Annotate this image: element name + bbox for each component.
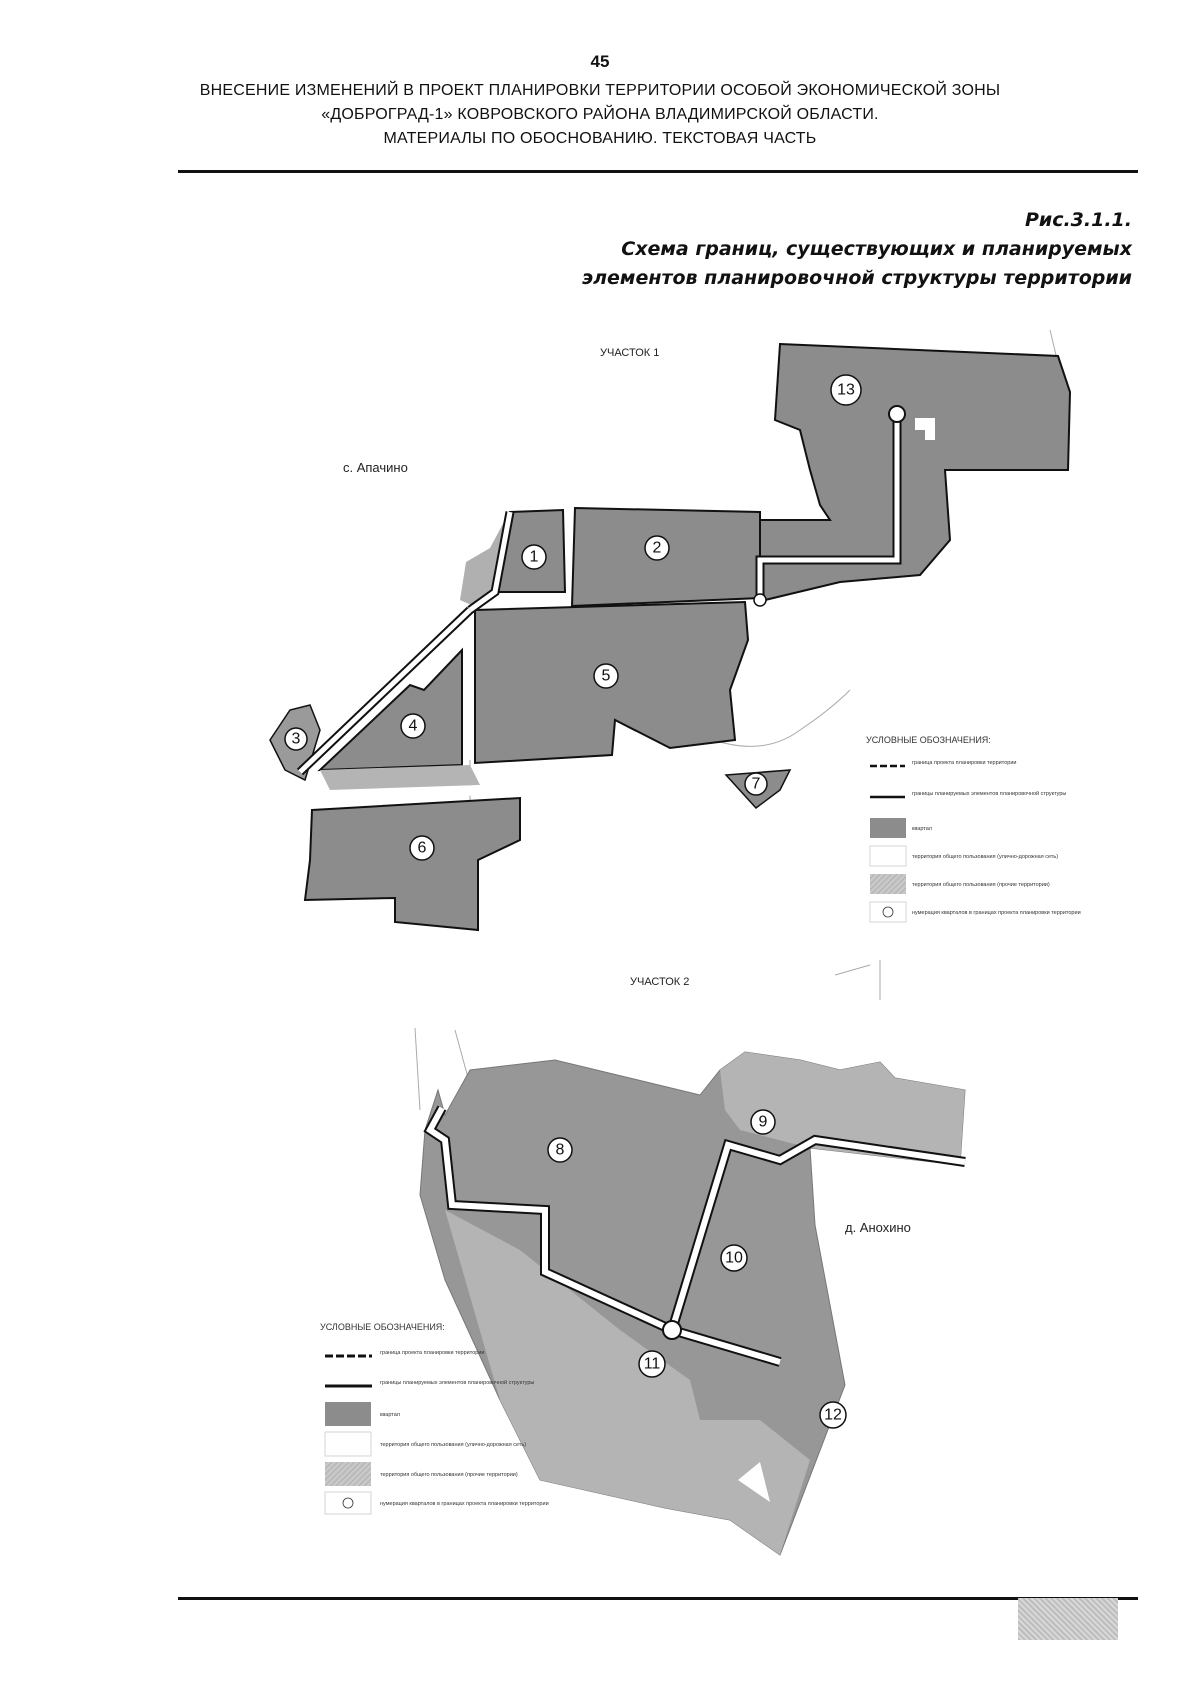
- quarter-marker-7: 7: [744, 772, 768, 796]
- legend-item-3: квартал: [912, 826, 932, 832]
- quarter-marker-9: 9: [750, 1109, 776, 1135]
- header-line-1: ВНЕСЕНИЕ ИЗМЕНЕНИЙ В ПРОЕКТ ПЛАНИРОВКИ Т…: [199, 82, 1001, 99]
- footer-rule: [178, 1597, 1138, 1600]
- legend-item-1: граница проекта планировки территории: [380, 1350, 484, 1356]
- legend-item-1: граница проекта планировки территории: [912, 760, 1016, 766]
- quarter-marker-11: 11: [638, 1350, 666, 1378]
- legend-item-4: территория общего пользования (улично-до…: [912, 854, 1058, 860]
- page-number: 45: [590, 52, 610, 71]
- legend-item-3: квартал: [380, 1412, 400, 1418]
- svg-text:6: 6: [418, 840, 427, 857]
- header-line-3: МАТЕРИАЛЫ ПО ОБОСНОВАНИЮ. ТЕКСТОВАЯ ЧАСТ…: [383, 130, 817, 147]
- road-branch-2-inner: [669, 1136, 966, 1331]
- context-line: [414, 960, 881, 1111]
- quarter-marker-13: 13: [830, 374, 862, 406]
- quarter-4: [317, 647, 463, 772]
- quarter-marker-12: 12: [819, 1401, 847, 1429]
- road-network-2-inner: [426, 1106, 781, 1365]
- territory-other-3: [445, 1210, 810, 1555]
- road-north-inner: [468, 511, 513, 613]
- quarter-marker-6: 6: [409, 835, 435, 861]
- legend-item-4: территория общего пользования (улично-до…: [380, 1442, 526, 1448]
- legend-title: УСЛОВНЫЕ ОБОЗНАЧЕНИЯ:: [320, 1322, 445, 1332]
- place-label-anokhino: д. Анохино: [845, 1220, 911, 1235]
- legend-plot-1: УСЛОВНЫЕ ОБОЗНАЧЕНИЯ: граница проекта пл…: [866, 735, 1081, 923]
- footer-stamp: [1018, 1598, 1118, 1640]
- svg-text:7: 7: [752, 776, 761, 793]
- white-inset: [738, 1462, 770, 1502]
- figure-caption: Рис.3.1.1. Схема границ, существующих и …: [582, 206, 1132, 293]
- territory-other-4: [720, 1052, 965, 1165]
- quarter-marker-5: 5: [593, 663, 619, 689]
- svg-text:12: 12: [824, 1407, 842, 1424]
- svg-text:13: 13: [837, 382, 855, 399]
- svg-text:8: 8: [556, 1142, 565, 1159]
- svg-text:11: 11: [644, 1356, 661, 1373]
- svg-text:10: 10: [725, 1250, 743, 1267]
- quarter-marker-8: 8: [547, 1137, 573, 1163]
- header-rule: [178, 170, 1138, 173]
- legend-item-6: нумерация кварталов в границах проекта п…: [380, 1501, 549, 1507]
- legend-item-5: территория общего пользования (прочие те…: [380, 1472, 518, 1478]
- road-main-inner: [757, 417, 900, 600]
- plot-2: УЧАСТОК 2 д. Анохино 8 9 10 11 12 УСЛОВН…: [320, 960, 966, 1556]
- plot-1: УЧАСТОК 1 с. Апачино 1 2 3 4 5 6 7 13 УС…: [269, 329, 1081, 932]
- quarter-marker-4: 4: [400, 713, 426, 739]
- road-node: [888, 405, 906, 423]
- context-line: [699, 689, 851, 747]
- legend-item-6: нумерация кварталов в границах проекта п…: [912, 910, 1081, 916]
- svg-text:3: 3: [292, 731, 301, 748]
- figure-number: Рис.3.1.1.: [1024, 209, 1132, 231]
- legend-title: УСЛОВНЫЕ ОБОЗНАЧЕНИЯ:: [866, 735, 991, 745]
- road-south: [304, 785, 481, 805]
- svg-text:5: 5: [602, 668, 611, 685]
- quarter-marker-3: 3: [284, 727, 308, 751]
- header-line-2: «ДОБРОГРАД-1» КОВРОВСКОГО РАЙОНА ВЛАДИМИ…: [321, 106, 879, 123]
- road-node-2: [662, 1320, 682, 1340]
- svg-text:4: 4: [409, 718, 418, 735]
- road-node: [753, 593, 767, 607]
- legend-item-5: территория общего пользования (прочие те…: [912, 882, 1050, 888]
- quarter-marker-2: 2: [644, 535, 670, 561]
- legend-item-2: границы планируемых элементов планировоч…: [912, 790, 1066, 797]
- plot-2-label: УЧАСТОК 2: [630, 976, 689, 988]
- quarter-13-notch: [915, 418, 935, 440]
- plot-1-label: УЧАСТОК 1: [600, 347, 659, 359]
- legend-item-2: границы планируемых элементов планировоч…: [380, 1379, 534, 1386]
- road-diagonal-inner: [298, 608, 472, 774]
- svg-text:2: 2: [653, 540, 662, 557]
- place-label-apachino: с. Апачино: [343, 460, 408, 475]
- svg-text:1: 1: [530, 549, 539, 566]
- territory-other-2: [320, 765, 480, 790]
- quarter-6: [303, 796, 521, 932]
- figure-title-line-2: элементов планировочной структуры террит…: [581, 267, 1132, 289]
- quarter-marker-1: 1: [521, 544, 547, 570]
- svg-text:9: 9: [759, 1114, 768, 1131]
- quarter-marker-10: 10: [720, 1244, 748, 1272]
- figure-title-line-1: Схема границ, существующих и планируемых: [621, 238, 1132, 260]
- legend-plot-2: УСЛОВНЫЕ ОБОЗНАЧЕНИЯ: граница проекта пл…: [320, 1322, 549, 1515]
